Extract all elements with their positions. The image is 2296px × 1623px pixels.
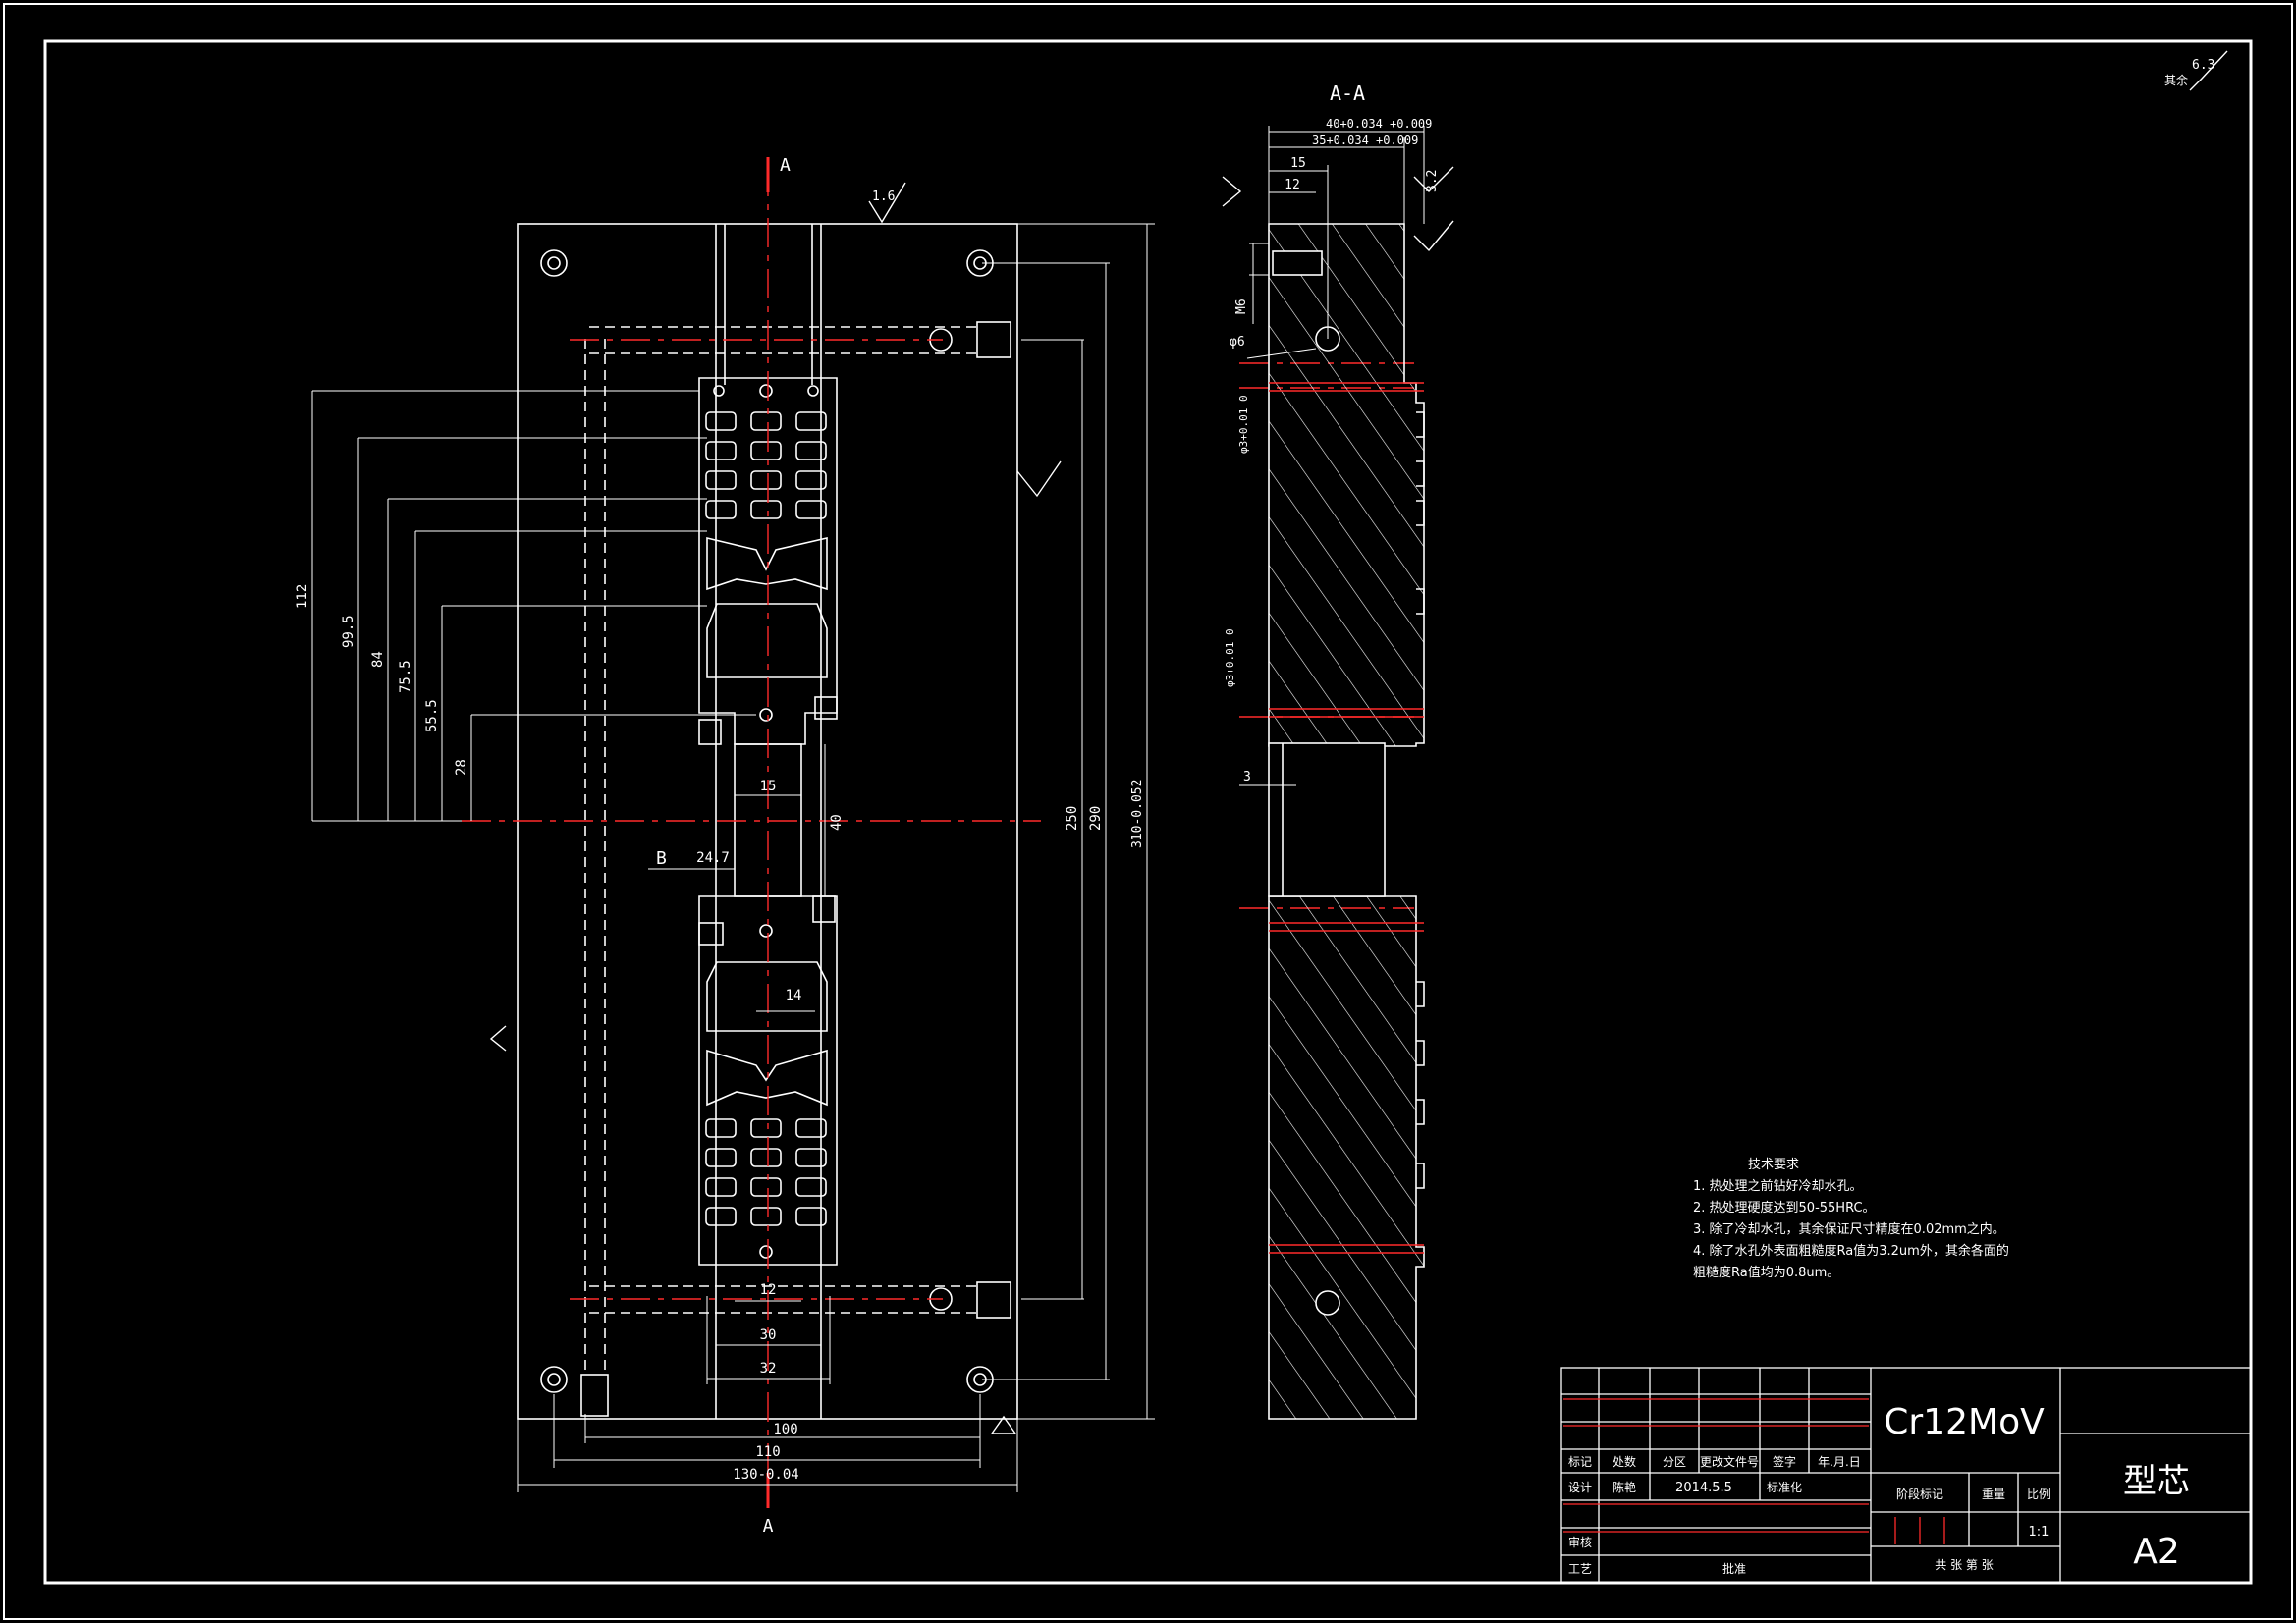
material-name: Cr12MoV	[1884, 1402, 2045, 1442]
dim-55-5: 55.5	[424, 699, 440, 732]
sheet-count-label: 共 张 第 张	[1935, 1558, 1993, 1572]
dim-14: 14	[786, 988, 802, 1003]
dim-40: 40	[829, 814, 845, 831]
part-name: 型芯	[2123, 1462, 2190, 1501]
section-upper-block	[1268, 223, 1425, 747]
cut-label-top: A	[780, 155, 791, 176]
technical-requirements: 技术要求 1. 热处理之前钻好冷却水孔。 2. 热处理硬度达到50-55HRC。…	[1693, 1155, 2086, 1284]
scale-value: 1:1	[2029, 1525, 2050, 1540]
sec-dim-15: 15	[1290, 156, 1306, 171]
section-dimension-lines	[1239, 126, 1425, 786]
section-lower-block	[1268, 895, 1425, 1420]
section-grooves	[1416, 411, 1425, 1189]
dim-84: 84	[370, 651, 386, 668]
dim-12: 12	[760, 1282, 777, 1298]
design-date: 2014.5.5	[1675, 1481, 1732, 1495]
tech-requirement-item: 粗糙度Ra值均为0.8um。	[1693, 1266, 1840, 1280]
stage-label: 阶段标记	[1896, 1487, 1943, 1501]
sec-bore-upper: φ3+0.01 0	[1237, 395, 1250, 454]
cooling-channels	[584, 326, 982, 1375]
sec-dim-35: 35+0.034 +0.009	[1312, 134, 1418, 147]
outer-border	[3, 3, 2293, 1620]
section-water-lines	[1269, 382, 1424, 1254]
weight-label: 重量	[1982, 1488, 2005, 1501]
tech-requirement-item: 3. 除了冷却水孔，其余保证尺寸精度在0.02mm之内。	[1693, 1222, 2005, 1237]
roughness-1-6: 1.6	[872, 189, 895, 204]
key-pockets-upper	[705, 411, 827, 519]
sheet-size: A2	[2133, 1532, 2180, 1572]
sec-hole: φ6	[1230, 335, 1245, 350]
sec-thread: M6	[1234, 298, 1249, 314]
dim-28: 28	[454, 759, 469, 776]
upper-cavity-insert	[698, 377, 838, 745]
dim-30: 30	[760, 1327, 777, 1343]
dim-75-5: 75.5	[398, 660, 413, 693]
design-label: 设计	[1568, 1481, 1592, 1494]
approve-label: 批准	[1722, 1561, 1746, 1576]
dim-110: 110	[755, 1444, 780, 1460]
roughness-3-2: 3.2	[1425, 170, 1440, 192]
tech-requirement-item: 4. 除了水孔外表面粗糙度Ra值为3.2um外，其余各面的	[1693, 1244, 2009, 1259]
standardize-label: 标准化	[1767, 1481, 1802, 1494]
dim-130: 130-0.04	[733, 1467, 798, 1483]
dim-32: 32	[760, 1361, 777, 1377]
review-label: 审核	[1568, 1535, 1592, 1549]
section-gap	[1268, 742, 1386, 897]
roughness-default-value: 6.3	[2192, 58, 2214, 73]
sec-dim-40: 40+0.034 +0.009	[1326, 117, 1432, 131]
water-plug-top	[976, 321, 1011, 358]
header-zone: 分区	[1663, 1455, 1686, 1469]
lower-cavity-insert	[698, 895, 838, 1266]
inner-border	[43, 39, 2253, 1585]
roughness-default-prefix: 其余	[2164, 73, 2188, 87]
drain-port	[580, 1374, 609, 1417]
roughness-symbols	[489, 50, 2228, 1434]
section-title: A-A	[1330, 81, 1365, 105]
header-count: 处数	[1613, 1454, 1636, 1469]
header-mark: 标记	[1568, 1455, 1592, 1469]
dim-100: 100	[773, 1422, 797, 1437]
header-sign: 签字	[1773, 1454, 1796, 1469]
dim-24-7: 24.7	[696, 850, 730, 866]
cut-label-bottom: A	[763, 1516, 774, 1537]
dim-310: 310-0.052	[1130, 780, 1145, 848]
detail-label: B	[656, 848, 667, 869]
dim-250: 250	[1065, 806, 1080, 831]
title-block-red-rules	[1563, 1398, 1945, 1544]
process-label: 工艺	[1568, 1562, 1592, 1576]
key-pockets-lower	[705, 1118, 827, 1226]
designer-name: 陈艳	[1613, 1480, 1636, 1494]
sec-bore-lower: φ3+0.01 0	[1224, 628, 1236, 687]
section-view	[1268, 223, 1425, 1420]
tech-requirement-item: 1. 热处理之前钻好冷却水孔。	[1693, 1179, 1863, 1194]
tech-requirement-item: 2. 热处理硬度达到50-55HRC。	[1693, 1201, 1876, 1216]
sec-dim-3: 3	[1243, 770, 1251, 784]
water-plug-bottom	[976, 1281, 1011, 1319]
title-block-frame	[1560, 1367, 2252, 1584]
dim-15: 15	[760, 779, 777, 794]
dim-99-5: 99.5	[341, 615, 356, 648]
ratio-label: 比例	[2027, 1488, 2050, 1501]
sec-dim-12: 12	[1285, 178, 1300, 192]
header-date: 年.月.日	[1818, 1455, 1861, 1469]
dim-112: 112	[295, 584, 310, 609]
plan-dimension-lines	[311, 223, 1155, 1492]
tech-requirements-title: 技术要求	[1748, 1158, 1800, 1172]
header-change-doc: 更改文件号	[1700, 1454, 1759, 1469]
dim-290: 290	[1088, 806, 1104, 831]
